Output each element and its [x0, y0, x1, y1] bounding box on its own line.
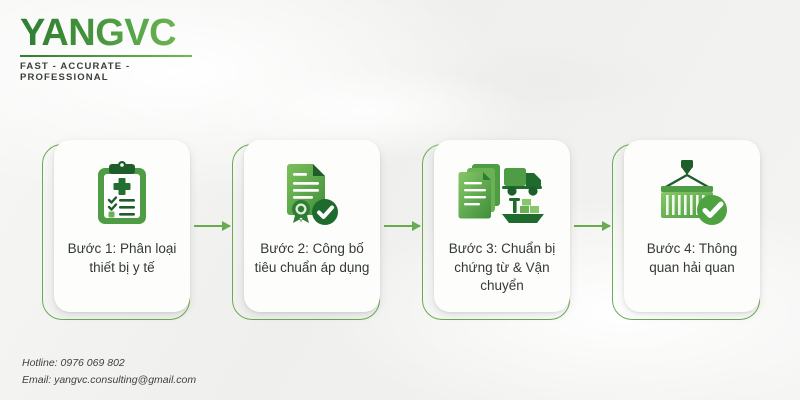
- certificate-check-icon: [279, 156, 345, 232]
- step-caption: Bước 3: Chuẩn bị chứng từ & Vận chuyển: [448, 241, 556, 294]
- container-crane-check-icon: [652, 156, 732, 232]
- logo-divider: [20, 55, 192, 57]
- step-card-1: Bước 1: Phân loại thiết bị y tế: [42, 140, 194, 326]
- step-caption: Bước 1: Phân loại thiết bị y tế: [67, 241, 177, 275]
- step-panel[interactable]: Bước 1: Phân loại thiết bị y tế: [54, 140, 190, 312]
- documents-truck-ship-icon: [456, 156, 548, 232]
- medical-clipboard-icon: [92, 156, 152, 232]
- arrow-right-icon: [194, 220, 231, 231]
- step-panel[interactable]: Bước 4: Thông quan hải quan: [624, 140, 760, 312]
- brand-logo: YANGVC FAST - ACCURATE - PROFESSIONAL: [20, 14, 220, 83]
- step-caption: Bước 4: Thông quan hải quan: [646, 241, 738, 275]
- logo-tagline: FAST - ACCURATE - PROFESSIONAL: [20, 61, 131, 83]
- step-panel[interactable]: Bước 2: Công bố tiêu chuẩn áp dụng: [244, 140, 380, 312]
- step-card-2: Bước 2: Công bố tiêu chuẩn áp dụng: [232, 140, 384, 326]
- process-flow: Bước 1: Phân loại thiết bị y tế: [0, 140, 800, 330]
- logo-wordmark: YANGVC: [20, 14, 220, 52]
- contact-footer: Hotline: 0976 069 802 Email: yangvc.cons…: [22, 355, 196, 388]
- step-panel[interactable]: Bước 3: Chuẩn bị chứng từ & Vận chuyển: [434, 140, 570, 312]
- step-caption: Bước 2: Công bố tiêu chuẩn áp dụng: [254, 241, 370, 275]
- step-card-4: Bước 4: Thông quan hải quan: [612, 140, 764, 326]
- email-text: Email: yangvc.consulting@gmail.com: [22, 373, 197, 386]
- hotline-text: Hotline: 0976 069 802: [22, 357, 125, 370]
- arrow-right-icon: [574, 220, 611, 231]
- arrow-right-icon: [384, 220, 421, 231]
- step-card-3: Bước 3: Chuẩn bị chứng từ & Vận chuyển: [422, 140, 574, 326]
